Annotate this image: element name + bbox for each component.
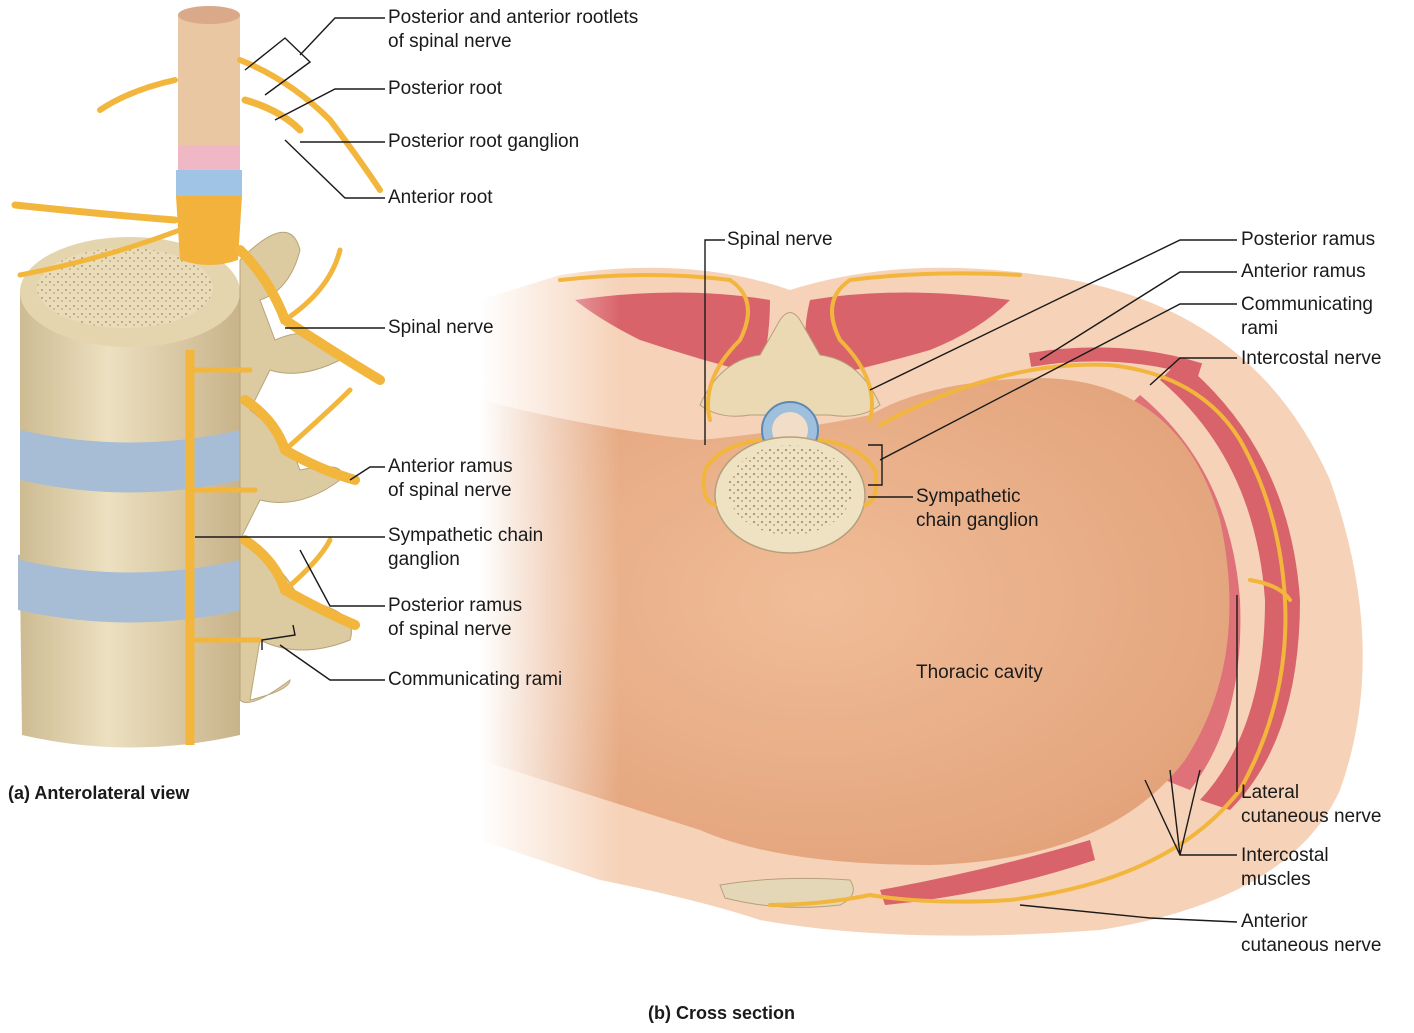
nerve-posterior-root-left — [100, 80, 175, 110]
label-sympathetic-chain-ganglion-a: Sympathetic chain ganglion — [388, 524, 543, 572]
vertebral-body-spongy — [728, 445, 852, 535]
label-anterior-cutaneous-nerve: Anterior cutaneous nerve — [1241, 910, 1382, 958]
label-thoracic-cavity: Thoracic cavity — [916, 661, 1043, 685]
spinal-cord-top — [178, 6, 240, 24]
label-rootlets: Posterior and anterior rootlets of spina… — [388, 6, 638, 54]
caption-panel-a: (a) Anterolateral view — [8, 783, 189, 804]
caption-panel-b: (b) Cross section — [648, 1003, 795, 1024]
nerve-left-branch — [15, 205, 175, 220]
dural-sheath — [176, 196, 242, 265]
label-sympathetic-chain-ganglion-b: Sympathetic chain ganglion — [916, 485, 1039, 533]
panel-b-illustration — [480, 240, 1363, 960]
label-lateral-cutaneous-nerve: Lateral cutaneous nerve — [1241, 781, 1382, 829]
label-posterior-root-ganglion: Posterior root ganglion — [388, 130, 579, 154]
leader-posterior-root — [275, 89, 385, 120]
panel-a-illustration — [15, 6, 380, 748]
leader-anterior-root — [285, 140, 385, 198]
leader-rootlets — [300, 18, 385, 55]
label-intercostal-nerve-b: Intercostal nerve — [1241, 347, 1381, 371]
label-posterior-root: Posterior root — [388, 77, 502, 101]
spinal-nerve-2-branch — [285, 390, 350, 450]
label-spinal-nerve-a: Spinal nerve — [388, 316, 494, 340]
label-communicating-rami-b: Communicating rami — [1241, 293, 1373, 341]
label-posterior-ramus-b: Posterior ramus — [1241, 228, 1375, 252]
label-anterior-ramus-a: Anterior ramus of spinal nerve — [388, 455, 513, 503]
label-anterior-root: Anterior root — [388, 186, 493, 210]
vertebral-processes — [240, 232, 351, 702]
leader-posterior-ramus-a — [300, 550, 385, 606]
pia-band — [178, 145, 240, 170]
nerve-posterior-root — [245, 100, 300, 130]
label-intercostal-muscles: Intercostal muscles — [1241, 844, 1329, 892]
nerve-rootlets-upper — [240, 60, 380, 190]
label-posterior-ramus-a: Posterior ramus of spinal nerve — [388, 594, 522, 642]
label-spinal-nerve-b: Spinal nerve — [727, 228, 833, 252]
label-communicating-rami-a: Communicating rami — [388, 668, 562, 692]
label-anterior-ramus-b: Anterior ramus — [1241, 260, 1366, 284]
dura-band — [176, 170, 242, 196]
